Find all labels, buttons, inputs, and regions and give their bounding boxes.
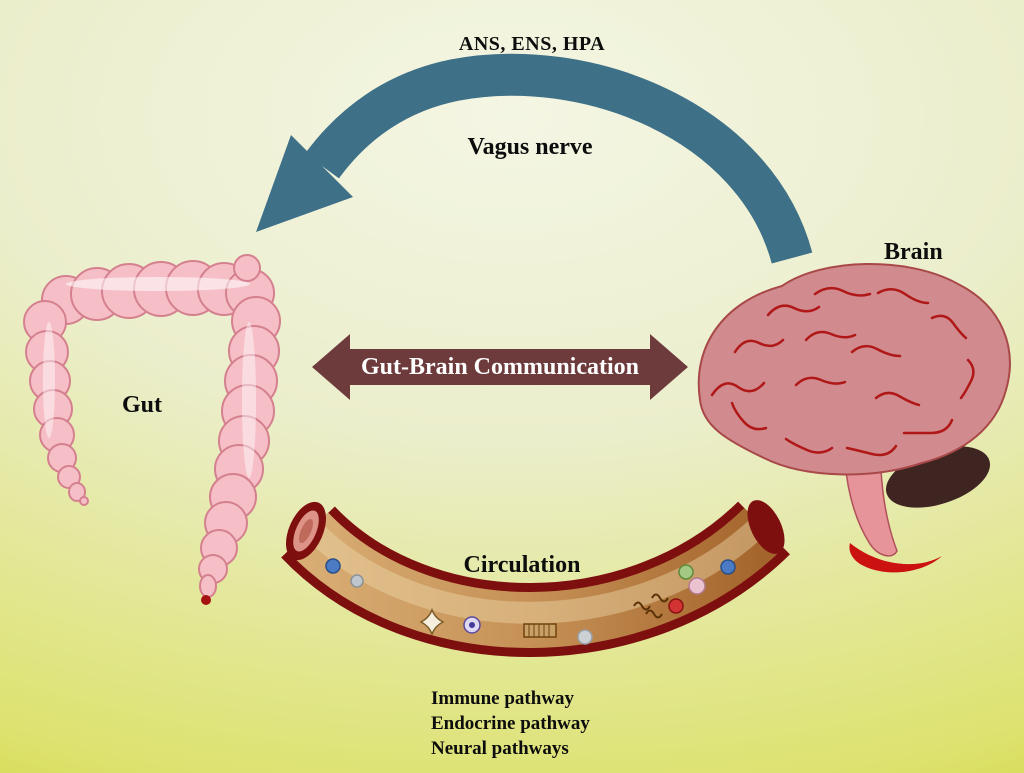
gut-illustration-icon: [23, 254, 281, 605]
ans-ens-hpa-label: ANS, ENS, HPA: [458, 33, 606, 55]
nutrient-molecule-icon: [720, 559, 736, 575]
circulation-vessel-icon: [281, 500, 790, 657]
brainstem-icon: [844, 461, 898, 557]
cerebrum-icon: [697, 263, 1011, 476]
rectum-tip-icon: [201, 595, 211, 605]
neural-pathways-label: Neural pathways: [431, 738, 569, 759]
vessel-contents: [325, 558, 736, 645]
cell-icon: [688, 577, 706, 595]
vessel-cut-end: [747, 500, 785, 554]
vagus-nerve-label: Vagus nerve: [467, 134, 593, 160]
circulation-label: Circulation: [463, 552, 581, 578]
vagus-nerve-arrow-icon: [256, 53, 813, 264]
platelet-icon: [577, 629, 593, 645]
vagus-arrowhead: [256, 135, 353, 232]
immune-cell-icon: [419, 607, 445, 637]
immune-pathway-label: Immune pathway: [431, 688, 575, 709]
vessel-lumen: [287, 507, 784, 648]
vessel-highlight: [302, 515, 770, 624]
endocrine-pathway-label: Endocrine pathway: [431, 713, 590, 734]
gut-brain-communication-label: Gut-Brain Communication: [360, 354, 639, 380]
pathway-labels: Immune pathway Endocrine pathway Neural …: [431, 686, 590, 761]
microbe-icon: [678, 564, 694, 580]
gut-label: Gut: [122, 392, 163, 418]
platelet-icon: [350, 574, 364, 588]
brain-folds-icon: [710, 286, 975, 457]
vessel-open-end: [285, 501, 327, 561]
hormone-molecule-icon: [523, 623, 557, 638]
gut-brain-arrow-icon: [312, 334, 688, 400]
brain-illustration-icon: [697, 263, 1011, 573]
brainstem-accent-icon: [849, 543, 942, 573]
dna-fragment-icon: [633, 593, 669, 619]
red-blood-cell-icon: [668, 598, 684, 614]
nutrient-molecule-icon: [325, 558, 341, 574]
vagus-arc: [305, 53, 813, 264]
cell-nucleus-icon: [469, 622, 475, 628]
brain-label: Brain: [884, 239, 943, 265]
